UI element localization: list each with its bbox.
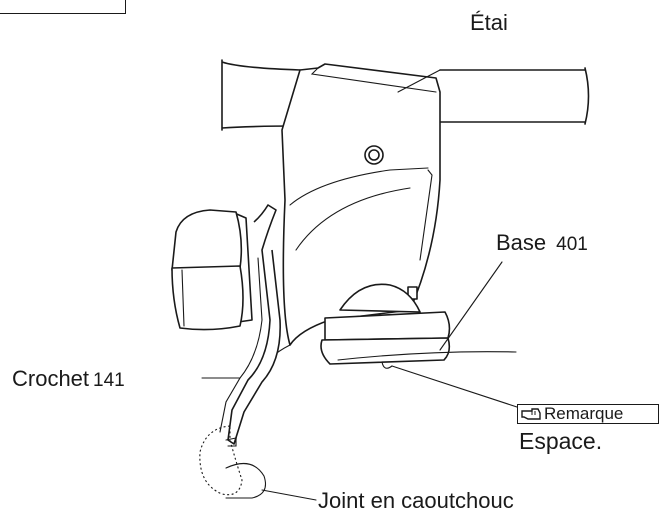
strut-side-edge: [419, 169, 433, 261]
strut-body: [281, 63, 441, 346]
base-dome: [339, 283, 421, 313]
seal-profile: [225, 462, 267, 499]
hook-label: Crochet 141: [12, 366, 125, 391]
base-label: Base 401: [496, 230, 588, 255]
strut-curve-1: [289, 167, 429, 206]
strut-label: Étai: [470, 10, 508, 35]
note-tag-text: Remarque: [544, 404, 624, 423]
strut-top-fold: [310, 67, 437, 93]
clamp-knob-edge: [181, 269, 185, 327]
bolt-inner: [368, 149, 380, 161]
roof-line: [337, 351, 517, 361]
base-label-number: 401: [556, 234, 588, 255]
strut-curve-2: [295, 187, 411, 251]
leader-strut: [397, 69, 441, 93]
seal-label: Joint en caoutchouc: [318, 488, 514, 513]
base-foot-nub: [381, 361, 393, 369]
clamp-knob: [171, 209, 243, 271]
base-label-name: Base: [496, 230, 547, 255]
corner-frame: [0, 0, 126, 14]
crossbar-right: [439, 67, 590, 125]
note-tag: Remarque: [517, 404, 659, 424]
leader-space: [391, 365, 521, 409]
hook-arm: [227, 204, 281, 445]
leader-seal: [261, 489, 317, 501]
leader-base: [439, 261, 503, 351]
base-pad-bottom: [320, 337, 451, 365]
hook-label-number: 141: [93, 370, 125, 391]
pointing-hand-icon: [521, 408, 541, 420]
clamp-knob-lower: [171, 265, 244, 331]
hook-label-name: Crochet: [12, 366, 90, 391]
seal-clip: [225, 437, 237, 447]
note-text: Espace.: [519, 428, 603, 454]
